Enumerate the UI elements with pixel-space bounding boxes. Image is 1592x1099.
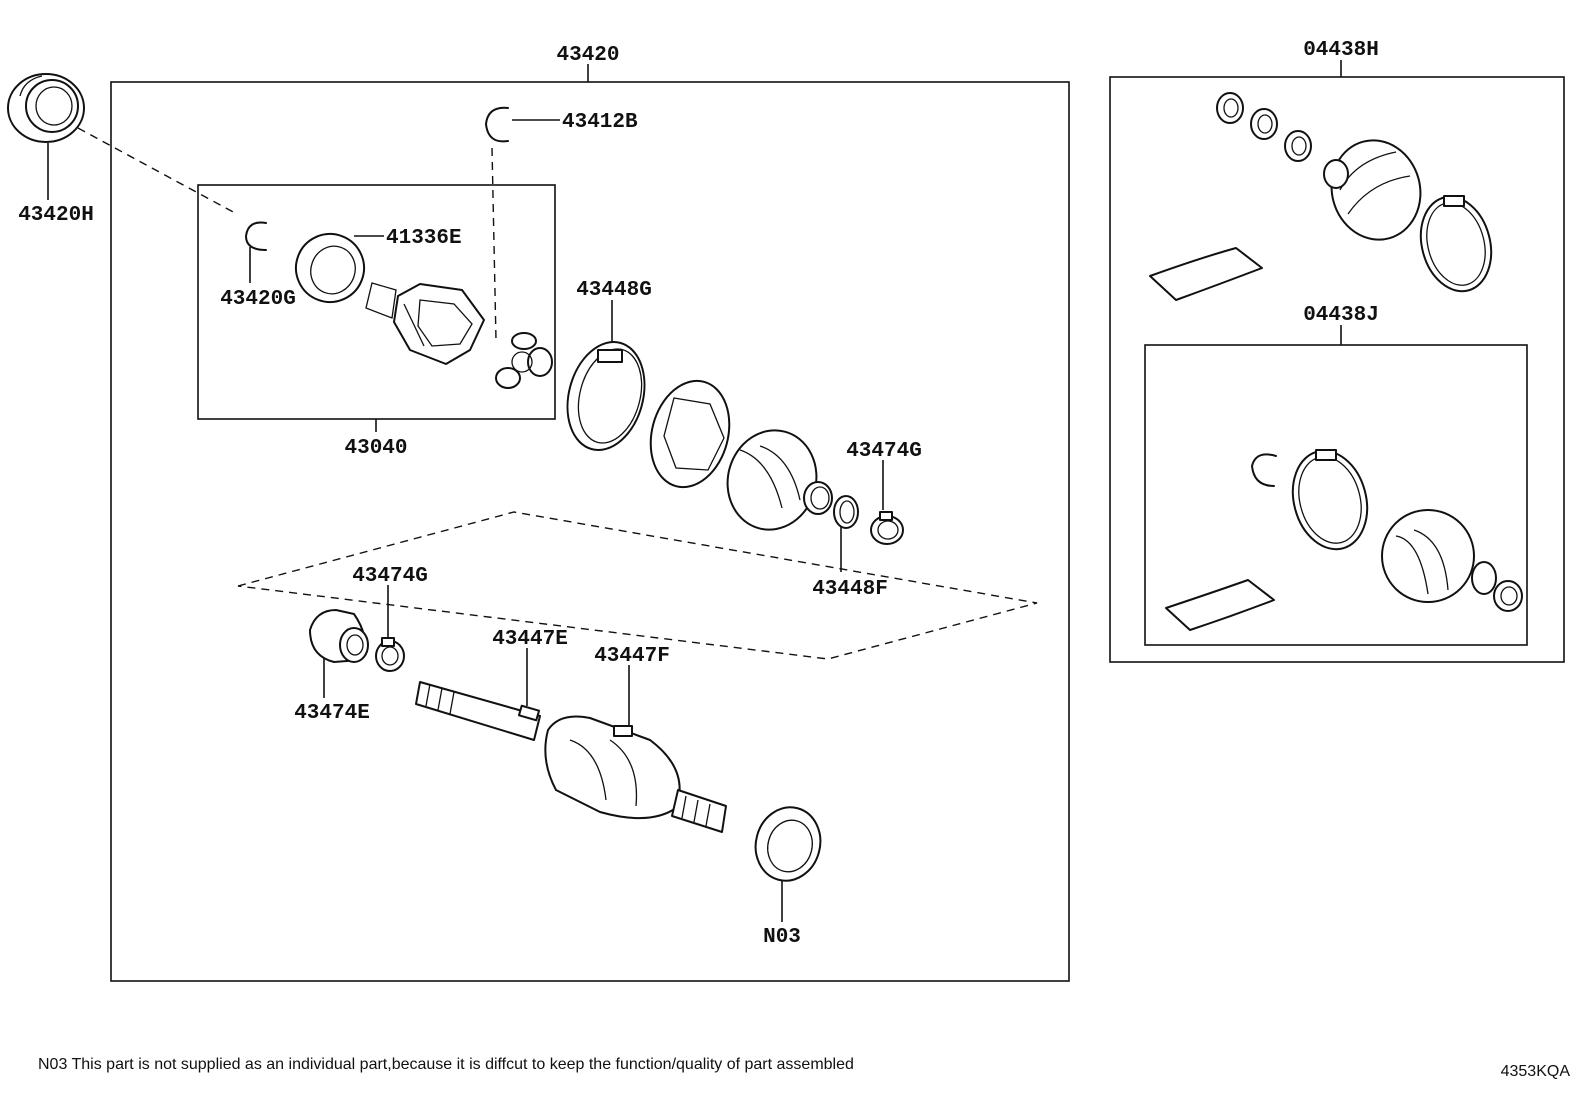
dashed-line-snapring [491,147,497,341]
kit-outer-boot-part [1323,139,1422,241]
dust-cover-part [754,806,822,882]
drive-shaft-part [415,681,541,741]
kit-outer-large-clamp-part [1419,195,1493,293]
kit-inner-large-clamp-part [1291,449,1369,551]
label-43474G-top: 43474G [846,440,922,463]
label-43448F: 43448F [812,578,888,601]
boot-kit-outer-frame [1109,76,1565,663]
label-43420G: 43420G [220,288,296,311]
label-43448G: 43448G [576,279,652,302]
label-43420: 43420 [556,44,619,67]
outer-bearing-part [7,73,85,143]
snap-ring-inner-part [245,221,267,251]
washer-part [295,233,365,303]
label-43412B: 43412B [562,111,638,134]
boot-kit-inner-frame [1144,344,1528,646]
small-clamp-top-part [870,511,904,545]
inner-boot-ring-part [649,379,731,489]
large-boot-clamp-part [566,341,646,451]
kit-inner-snap-ring-part [1251,453,1277,487]
label-43447E: 43447E [492,628,568,651]
label-41336E: 41336E [386,227,462,250]
outer-joint-part [544,715,727,833]
kit-outer-clamps-part [1216,92,1312,162]
tripod-part [495,332,553,389]
small-clamp-mid-part [833,495,859,529]
small-clamp-left-part [375,637,405,672]
kit-outer-grease-pack-part [1149,247,1263,301]
label-43474G-left: 43474G [352,565,428,588]
kit-inner-small-clamp-part [1493,580,1523,612]
snap-ring-top-part [485,106,509,143]
label-43420H: 43420H [18,204,94,227]
kit-inner-boot-part [1381,509,1497,603]
label-N03: N03 [763,926,801,949]
diagram-code: 4353KQA [1501,1063,1571,1080]
dashed-shaft-group [237,511,1038,660]
footer-note: N03 This part is not supplied as an indi… [38,1056,854,1073]
label-04438J: 04438J [1303,304,1379,327]
damper-part [309,609,369,663]
label-43447F: 43447F [594,645,670,668]
boot-part [726,429,833,531]
inboard-joint-housing-part [365,282,485,365]
main-assembly-frame [110,81,1070,982]
kit-inner-grease-pack-part [1165,579,1275,631]
label-04438H: 04438H [1303,39,1379,62]
label-43474E: 43474E [294,702,370,725]
dashed-line-bearing [77,127,236,214]
label-43040: 43040 [344,437,407,460]
